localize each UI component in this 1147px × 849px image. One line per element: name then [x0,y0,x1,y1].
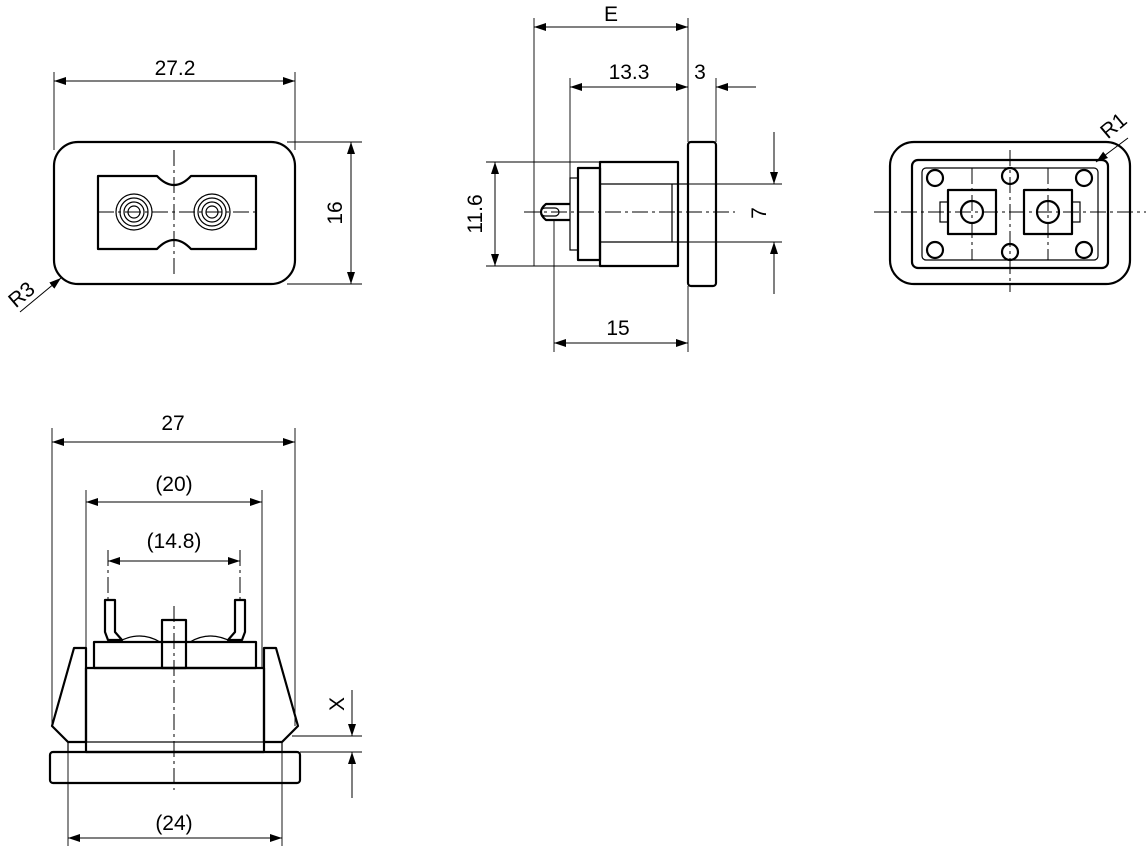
front-height-label: 16 [324,201,347,224]
side-rear-block [576,166,602,262]
bottom-terminal-left [103,598,124,642]
side-flange [686,140,718,288]
side-7-label: 7 [748,207,771,219]
side-flange-lip [677,183,689,243]
front-width-label: 27.2 [155,57,196,80]
bottom-contact-dome-left [117,635,161,643]
bottom-upper-block [92,640,258,670]
side-116-label: 11.6 [464,194,487,233]
side-15-label: 15 [606,317,629,340]
bottom-terminal-right [226,598,247,642]
front-view: 27.2 16 R3 [4,57,362,312]
bottom-latch-right [262,646,300,744]
rear-boss-br [1074,240,1094,260]
front-radius-leader [19,277,62,313]
front-socket-opening [96,174,258,251]
side-133-label: 13.3 [609,61,650,84]
side-view: E 13.3 3 11.6 7 15 [464,3,782,352]
bottom-body [84,666,266,754]
side-e-label: E [604,3,618,26]
bottom-flange-step [67,741,283,753]
side-body [598,160,680,268]
rear-view: R1 [874,109,1146,292]
rear-radius-leader [1095,137,1129,163]
bottom-view: 27 (20) (14.8) X (24) [48,412,362,846]
bottom-20-label: (20) [155,473,192,496]
bottom-x-label: X [326,697,349,711]
rear-boss-tl [925,168,945,188]
bottom-latch-left [50,646,88,744]
bottom-flange [48,750,302,785]
bottom-148-label: (14.8) [147,530,202,553]
rear-boss-bl [925,240,945,260]
bottom-contact-dome-right [189,635,233,643]
rear-housing-outline [888,140,1132,286]
side-rear-block-inner [569,177,579,251]
front-radius-label: R3 [4,278,39,313]
front-housing-outline [52,140,297,286]
rear-radius-label: R1 [1096,109,1131,144]
bottom-27-label: 27 [161,412,184,435]
bottom-24-label: (24) [155,812,192,835]
side-3-label: 3 [694,61,706,84]
rear-boss-tr [1074,168,1094,188]
